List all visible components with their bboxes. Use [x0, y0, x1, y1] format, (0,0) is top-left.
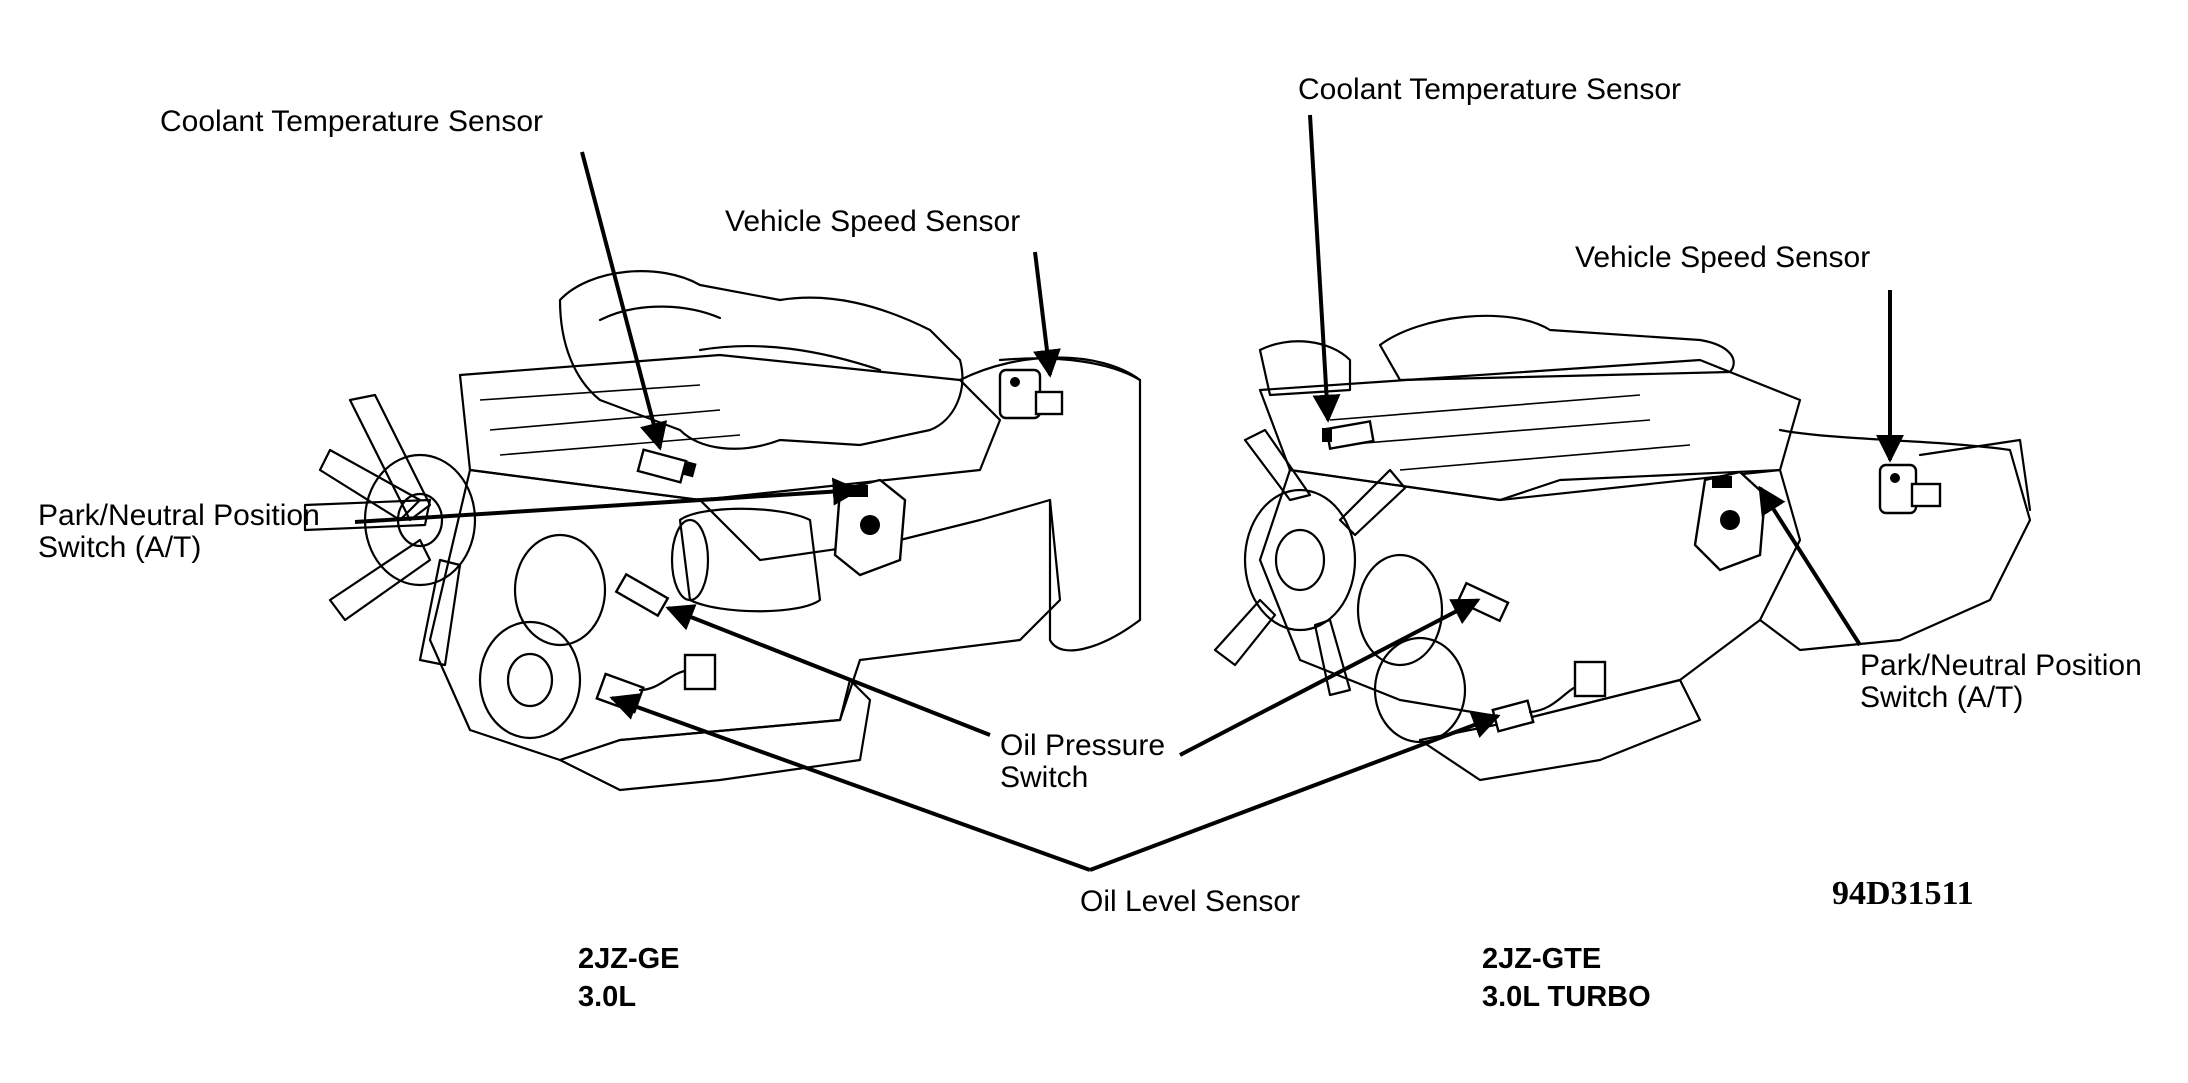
- leader-left-coolant: [580, 151, 668, 451]
- figure-id: 94D31511: [1832, 875, 1974, 912]
- leader-oil-level-left: [609, 693, 1091, 872]
- left-oil-level-sensor: [595, 653, 717, 714]
- left-oil-pressure-switch: [614, 572, 670, 618]
- label-right-vehicle-speed-sensor: Vehicle Speed Sensor: [1575, 241, 1871, 274]
- label-left-vehicle-speed-sensor: Vehicle Speed Sensor: [725, 205, 1021, 238]
- label-left-park-neutral-line1: Park/Neutral Position: [38, 499, 320, 532]
- right-oil-level-sensor: [1491, 660, 1607, 733]
- label-oil-level-sensor: Oil Level Sensor: [1080, 885, 1301, 918]
- label-right-park-neutral-line1: Park/Neutral Position: [1860, 649, 2142, 682]
- label-right-park-neutral-line2: Switch (A/T): [1860, 681, 2024, 714]
- leader-oil-pressure-right: [1179, 598, 1481, 757]
- left-engine-illustration: [303, 270, 1142, 792]
- label-oil-pressure-line1: Oil Pressure: [1000, 729, 1166, 762]
- leader-oil-level-right: [1089, 711, 1501, 872]
- right-engine-code: 2JZ-GTE: [1482, 943, 1602, 975]
- label-oil-pressure-line2: Switch: [1000, 761, 1089, 794]
- leader-oil-pressure-left: [665, 604, 991, 737]
- leader-right-park: [1758, 485, 1862, 647]
- right-speed-sensor: [1878, 463, 1942, 515]
- right-engine-illustration: [1213, 314, 2032, 782]
- label-left-coolant-sensor: Coolant Temperature Sensor: [160, 105, 543, 138]
- left-engine-code: 2JZ-GE: [578, 943, 680, 975]
- leader-lines: [354, 114, 1904, 872]
- label-left-park-neutral-line2: Switch (A/T): [38, 531, 202, 564]
- right-oil-pressure-switch: [1456, 581, 1510, 623]
- leader-right-coolant: [1308, 114, 1341, 423]
- left-speed-sensor: [998, 368, 1064, 420]
- leader-left-park: [354, 477, 861, 524]
- right-park-neutral-switch: [1693, 470, 1767, 572]
- left-engine-displacement: 3.0L: [578, 981, 637, 1013]
- right-coolant-sensor: [1322, 419, 1375, 451]
- leader-left-speed: [1033, 251, 1061, 378]
- left-coolant-sensor: [636, 448, 697, 484]
- left-park-neutral-switch: [833, 478, 907, 577]
- label-right-coolant-sensor: Coolant Temperature Sensor: [1298, 73, 1681, 106]
- right-engine-displacement: 3.0L TURBO: [1482, 981, 1651, 1013]
